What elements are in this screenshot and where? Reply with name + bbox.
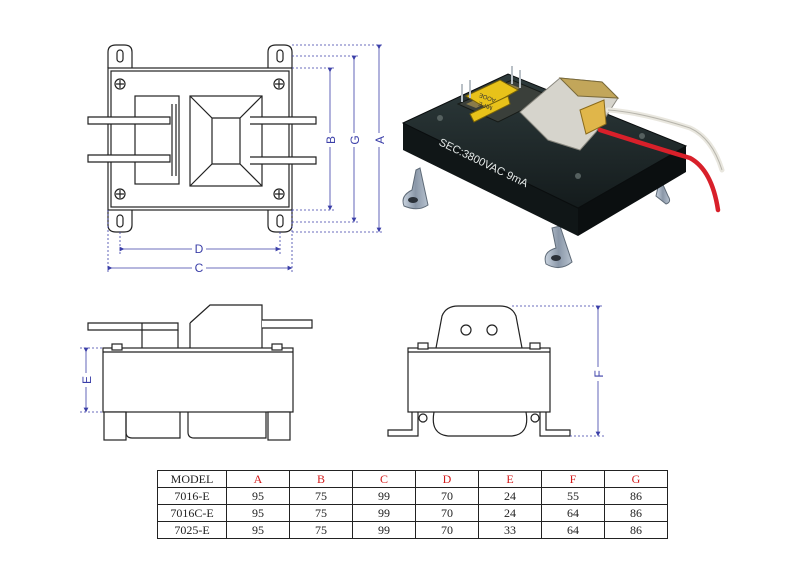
table-row: 7025-E 95 75 99 70 33 64 86 <box>157 521 668 539</box>
dim-b-label: B <box>324 136 338 144</box>
cell-c: 99 <box>352 521 416 539</box>
cell-f: 64 <box>541 504 605 522</box>
dim-g-label: G <box>348 135 362 144</box>
table-row: 7016C-E 95 75 99 70 24 64 86 <box>157 504 668 522</box>
cell-model: 7025-E <box>157 521 227 539</box>
header-e: E <box>478 470 542 488</box>
cell-d: 70 <box>415 521 479 539</box>
table-row: 7016-E 95 75 99 70 24 55 86 <box>157 487 668 505</box>
cell-g: 86 <box>604 521 668 539</box>
dim-c-label: C <box>195 261 204 275</box>
header-d: D <box>415 470 479 488</box>
cell-a: 95 <box>226 521 290 539</box>
header-c: C <box>352 470 416 488</box>
cell-e: 33 <box>478 521 542 539</box>
cell-model: 7016C-E <box>157 504 227 522</box>
cell-c: 99 <box>352 504 416 522</box>
cell-d: 70 <box>415 487 479 505</box>
cell-model: 7016-E <box>157 487 227 505</box>
end-view <box>387 305 571 437</box>
dim-a-label: A <box>373 136 387 144</box>
cell-g: 86 <box>604 504 668 522</box>
cell-b: 75 <box>289 487 353 505</box>
cell-e: 24 <box>478 504 542 522</box>
header-f: F <box>541 470 605 488</box>
dim-e-label: E <box>80 376 94 384</box>
cell-f: 55 <box>541 487 605 505</box>
spec-table: MODEL A B C D E F G 7016-E 95 75 99 70 2… <box>157 470 668 539</box>
top-view <box>87 44 317 233</box>
cell-c: 99 <box>352 487 416 505</box>
cell-b: 75 <box>289 504 353 522</box>
transformer-photo: AOOE MIPE SEC:3800VAC 9mA <box>401 66 725 268</box>
cell-d: 70 <box>415 504 479 522</box>
spec-table-header: MODEL A B C D E F G <box>157 470 668 488</box>
cell-a: 95 <box>226 504 290 522</box>
cell-b: 75 <box>289 521 353 539</box>
side-view <box>87 304 313 441</box>
photo-tag-line1: AOOE <box>478 91 496 103</box>
dim-d-label: D <box>195 242 204 256</box>
header-b: B <box>289 470 353 488</box>
cell-f: 64 <box>541 521 605 539</box>
cell-g: 86 <box>604 487 668 505</box>
header-a: A <box>226 470 290 488</box>
cell-e: 24 <box>478 487 542 505</box>
header-model: MODEL <box>157 470 227 488</box>
photo-tag-line2: MIPE <box>478 100 494 111</box>
header-g: G <box>604 470 668 488</box>
cell-a: 95 <box>226 487 290 505</box>
dim-f-label: F <box>592 370 606 377</box>
